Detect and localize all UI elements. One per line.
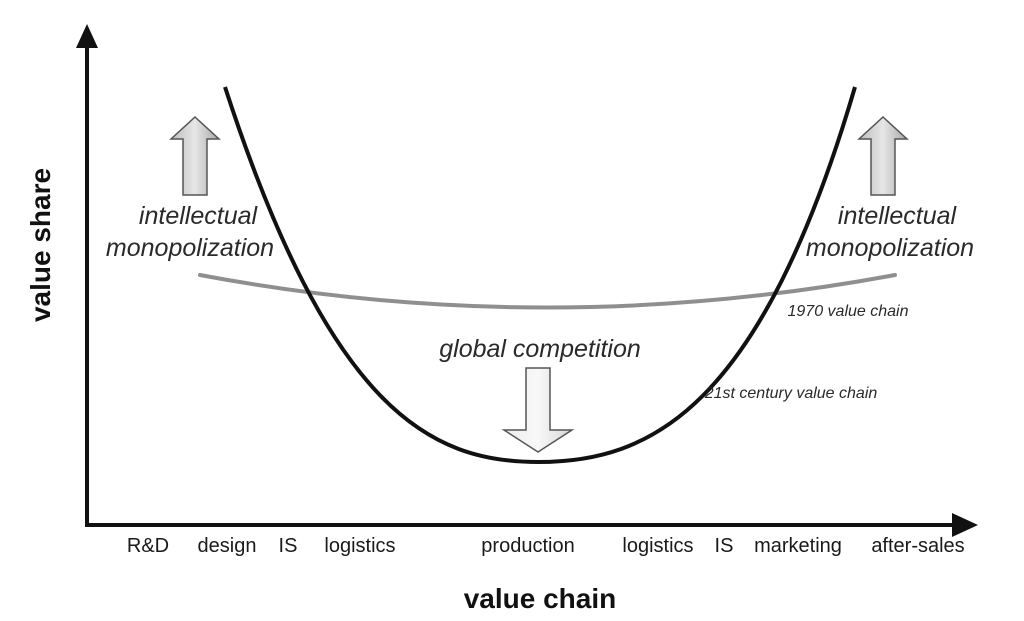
right-annotation-line2: monopolization: [806, 234, 974, 262]
stage-label: design: [198, 535, 257, 557]
stage-label: IS: [279, 535, 298, 557]
y-axis-arrowhead: [76, 24, 98, 48]
up-arrow-icon-right: [857, 115, 909, 196]
stage-label: logistics: [622, 535, 693, 557]
stage-label: production: [481, 535, 574, 557]
x-axis-arrowhead: [952, 513, 978, 537]
left-annotation-line1: intellectual: [139, 202, 259, 230]
stage-label: R&D: [127, 535, 169, 557]
stage-label: after-sales: [871, 535, 964, 557]
right-annotation-line1: intellectual: [838, 202, 958, 230]
x-axis-title: value chain: [464, 583, 617, 614]
curve-1970-label: 1970 value chain: [788, 303, 909, 320]
down-arrow-icon: [501, 367, 575, 453]
middle-annotation: global competition: [439, 335, 641, 363]
curve-21st-century-value-chain: [223, 86, 857, 465]
curve-21st-century-label: 21st century value chain: [704, 385, 878, 402]
curve-1970-value-chain: [198, 273, 897, 310]
stage-label: logistics: [324, 535, 395, 557]
y-axis-title: value share: [25, 168, 56, 322]
stage-label: IS: [715, 535, 734, 557]
stage-labels: R&D design IS logistics production logis…: [127, 535, 965, 557]
up-arrow-icon-left: [169, 115, 221, 196]
left-annotation-line2: monopolization: [106, 234, 274, 262]
stage-label: marketing: [754, 535, 842, 557]
